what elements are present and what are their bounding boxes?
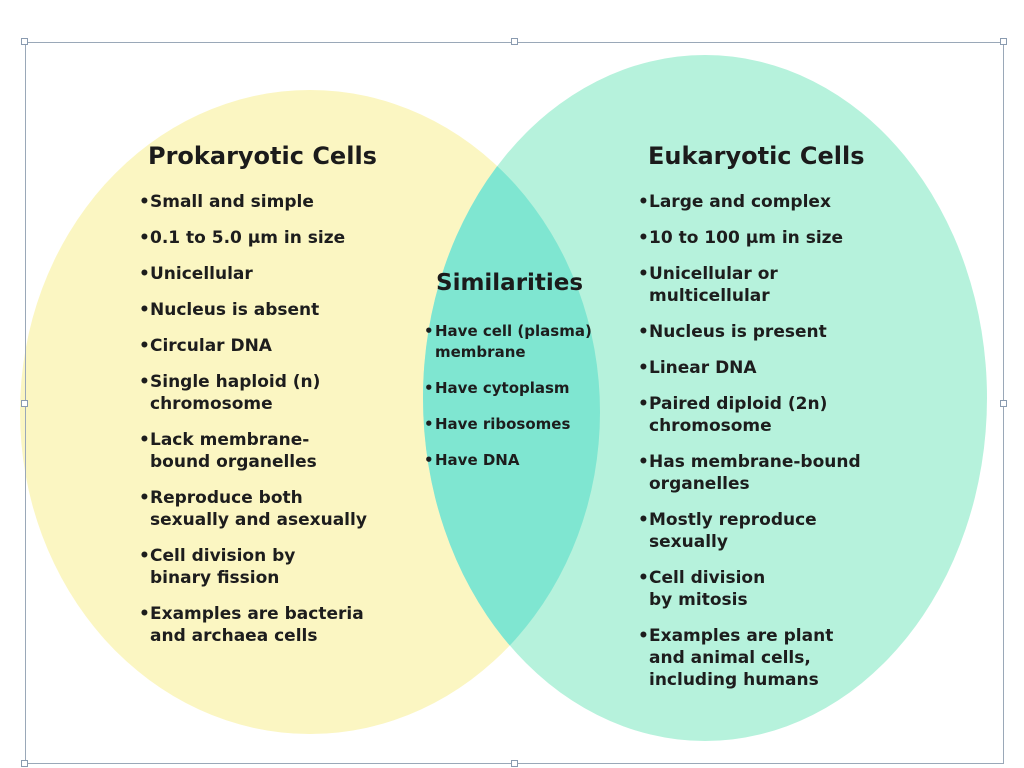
- list-item: Have DNA: [424, 450, 614, 471]
- list-item: 10 to 100 µm in size: [638, 227, 908, 249]
- resize-handle-middle-left[interactable]: [21, 400, 28, 407]
- list-item: Unicellular: [139, 263, 409, 285]
- list-item: Examples are bacteria and archaea cells: [139, 603, 409, 647]
- resize-handle-top-right[interactable]: [1000, 38, 1007, 45]
- list-item: 0.1 to 5.0 µm in size: [139, 227, 409, 249]
- list-item: Has membrane-bound organelles: [638, 451, 908, 495]
- list-item: Nucleus is present: [638, 321, 908, 343]
- list-item: Single haploid (n) chromosome: [139, 371, 409, 415]
- list-item: Unicellular or multicellular: [638, 263, 908, 307]
- prokaryotic-list: Small and simple 0.1 to 5.0 µm in sizeUni…: [139, 191, 409, 661]
- list-item: Cell division by mitosis: [638, 567, 908, 611]
- list-item: Nucleus is absent: [139, 299, 409, 321]
- resize-handle-middle-right[interactable]: [1000, 400, 1007, 407]
- list-item: Lack membrane- bound organelles: [139, 429, 409, 473]
- resize-handle-top-left[interactable]: [21, 38, 28, 45]
- similarities-list: Have cell (plasma) membraneHave cytoplas…: [424, 321, 614, 486]
- list-item: Linear DNA: [638, 357, 908, 379]
- resize-handle-bottom-left[interactable]: [21, 760, 28, 767]
- list-item: Paired diploid (2n) chromosome: [638, 393, 908, 437]
- list-item: Reproduce both sexually and asexually: [139, 487, 409, 531]
- eukaryotic-list: Large and complex 10 to 100 µm in sizeUni…: [638, 191, 908, 705]
- list-item: Have cytoplasm: [424, 378, 614, 399]
- resize-handle-top-middle[interactable]: [511, 38, 518, 45]
- list-item: Have ribosomes: [424, 414, 614, 435]
- list-item: Mostly reproduce sexually: [638, 509, 908, 553]
- similarities-title: Similarities: [436, 270, 584, 296]
- list-item: Large and complex: [638, 191, 908, 213]
- list-item: Circular DNA: [139, 335, 409, 357]
- list-item: Have cell (plasma) membrane: [424, 321, 614, 363]
- eukaryotic-title: Eukaryotic Cells: [648, 142, 865, 170]
- resize-handle-bottom-middle[interactable]: [511, 760, 518, 767]
- list-item: Examples are plant and animal cells, inc…: [638, 625, 908, 691]
- list-item: Cell division by binary fission: [139, 545, 409, 589]
- prokaryotic-title: Prokaryotic Cells: [148, 142, 377, 170]
- list-item: Small and simple: [139, 191, 409, 213]
